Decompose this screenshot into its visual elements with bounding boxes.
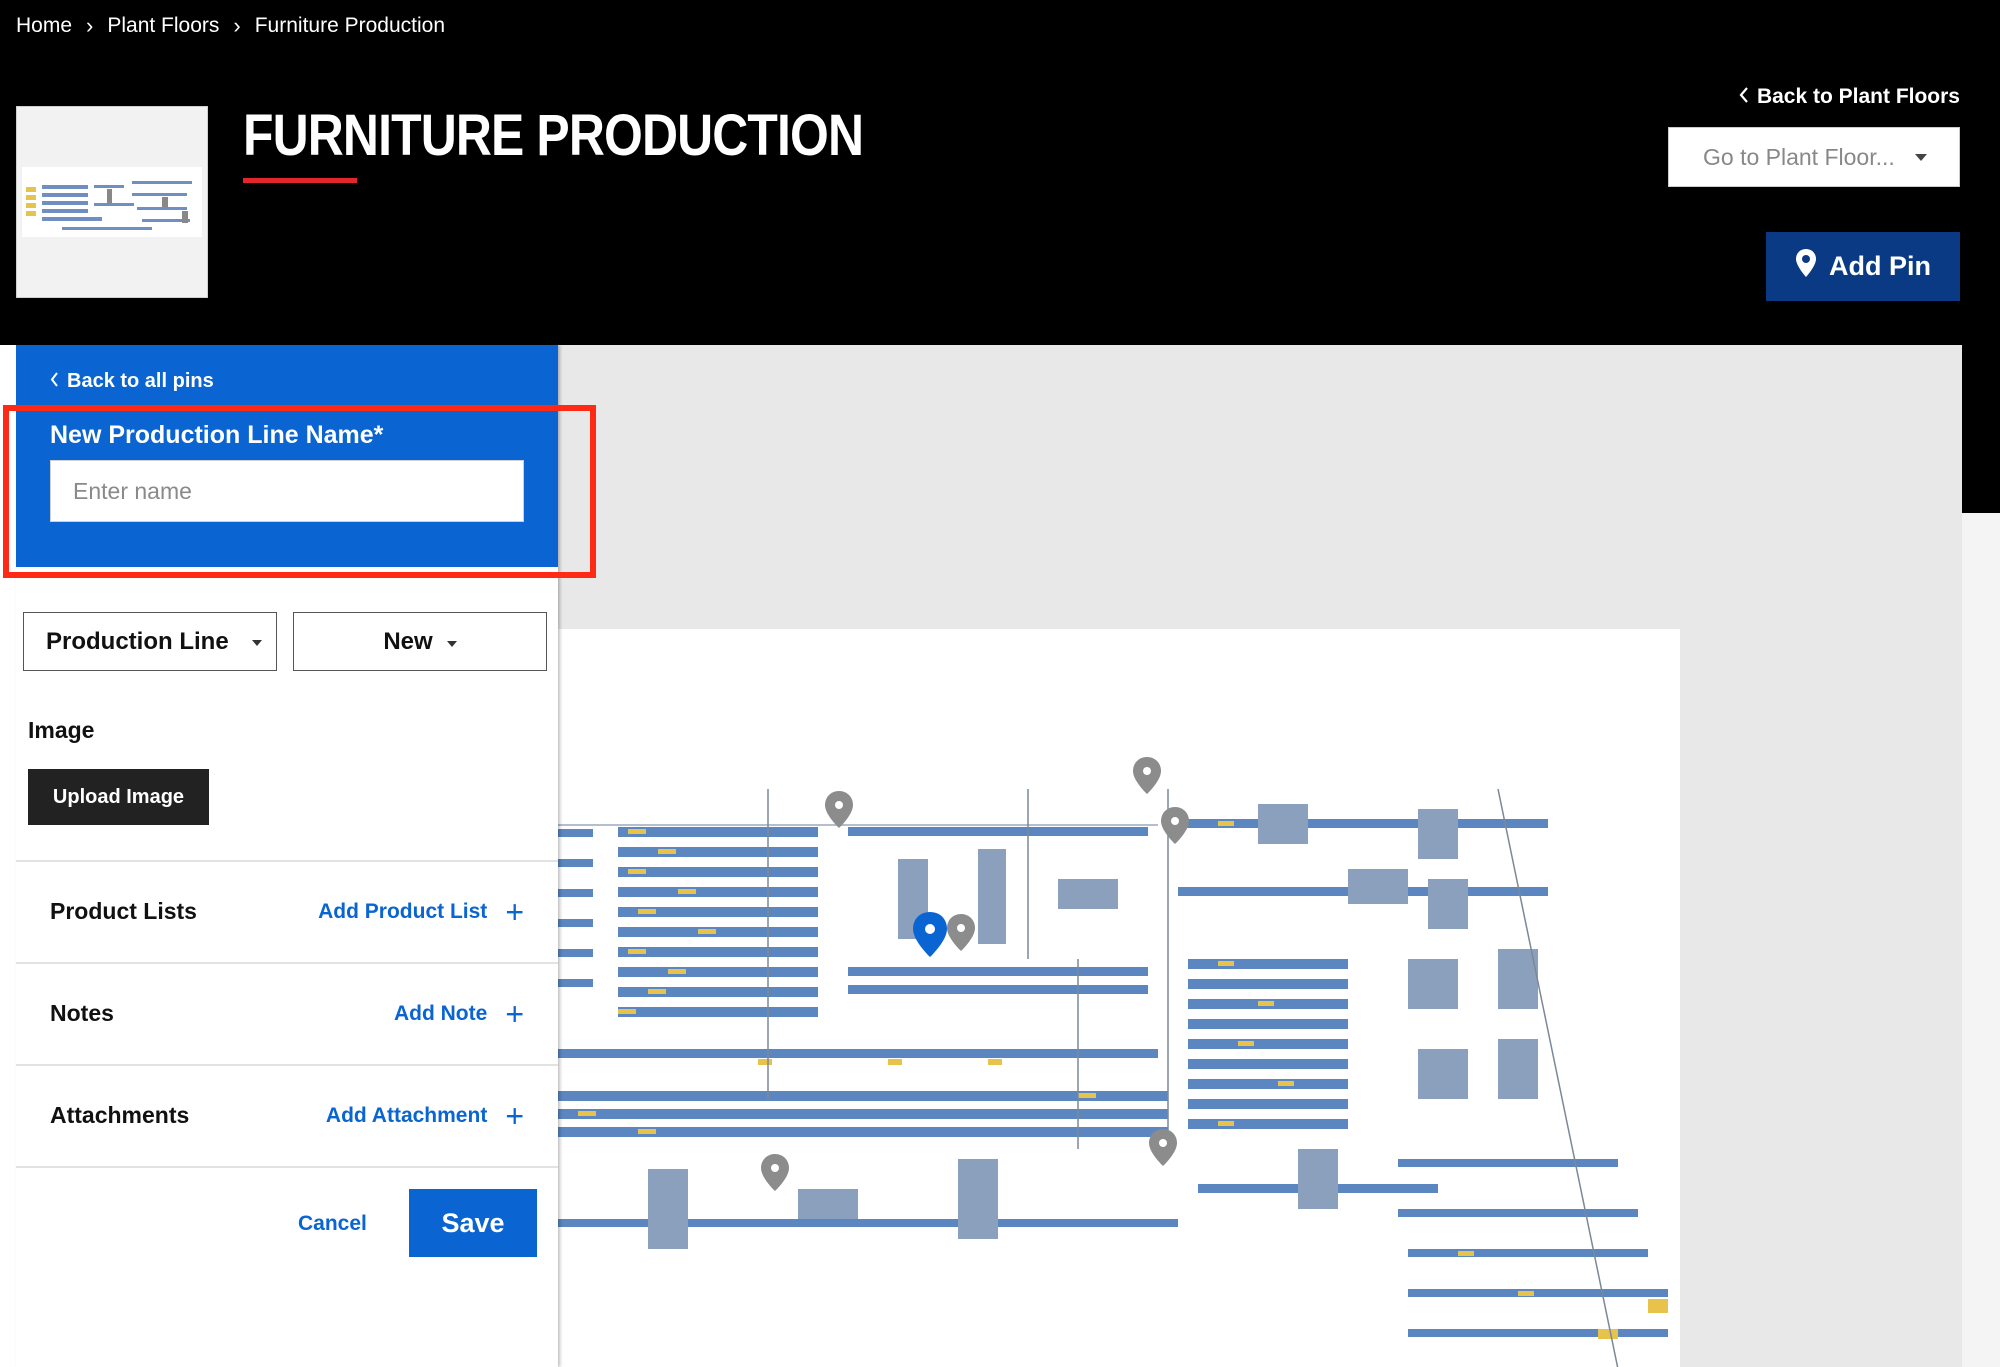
production-line-name-input[interactable] xyxy=(50,460,524,522)
plant-floor-select[interactable]: Go to Plant Floor... xyxy=(1668,127,1960,187)
pin-name-header: Back to all pins New Production Line Nam… xyxy=(16,345,558,567)
page-header xyxy=(0,0,2000,345)
add-note-label: Add Note xyxy=(393,1002,488,1025)
map-pin-icon xyxy=(1795,248,1817,285)
back-to-plant-floors-label: Back to Plant Floors xyxy=(1756,85,1960,108)
add-note-button[interactable]: Add Note + xyxy=(394,998,524,1030)
back-to-all-pins-link[interactable]: Back to all pins xyxy=(50,370,214,393)
save-button[interactable]: Save xyxy=(409,1189,537,1257)
chevron-left-icon xyxy=(1739,85,1749,109)
back-to-plant-floors-link[interactable]: Back to Plant Floors xyxy=(1739,85,1960,109)
notes-label: Notes xyxy=(50,1000,114,1026)
chevron-right-icon: › xyxy=(86,13,94,38)
add-attachment-button[interactable]: Add Attachment + xyxy=(326,1100,524,1132)
header-edge xyxy=(1962,345,2000,513)
upload-image-button[interactable]: Upload Image xyxy=(28,769,209,825)
add-pin-button[interactable]: Add Pin xyxy=(1766,232,1960,301)
caret-down-icon xyxy=(1915,153,1927,161)
chevron-right-icon: › xyxy=(233,13,241,38)
product-lists-label: Product Lists xyxy=(50,898,197,924)
page-title: FURNITURE PRODUCTION xyxy=(243,103,864,168)
pin-type-select[interactable]: Production Line xyxy=(23,612,277,671)
plant-floor-thumbnail xyxy=(16,106,208,298)
attachments-section: Attachments Add Attachment + xyxy=(16,1064,558,1168)
breadcrumb-current: Furniture Production xyxy=(254,14,445,37)
back-to-all-pins-label: Back to all pins xyxy=(67,370,214,392)
caret-down-icon xyxy=(252,640,262,646)
title-underline xyxy=(243,178,357,183)
chevron-left-icon xyxy=(50,370,59,393)
breadcrumb-home[interactable]: Home xyxy=(16,14,73,37)
add-pin-label: Add Pin xyxy=(1829,251,1931,281)
add-product-list-label: Add Product List xyxy=(318,900,488,923)
plant-floor-map[interactable] xyxy=(558,629,1680,1367)
plant-floor-select-placeholder: Go to Plant Floor... xyxy=(1703,143,1895,170)
pin-type-value: Production Line xyxy=(46,627,229,655)
add-product-list-button[interactable]: Add Product List + xyxy=(318,896,524,928)
breadcrumb: Home › Plant Floors › Furniture Producti… xyxy=(16,12,445,40)
attachments-label: Attachments xyxy=(50,1102,190,1128)
plus-icon: + xyxy=(505,1098,524,1134)
add-attachment-label: Add Attachment xyxy=(325,1104,488,1127)
breadcrumb-plant-floors[interactable]: Plant Floors xyxy=(107,14,220,37)
notes-section: Notes Add Note + xyxy=(16,962,558,1064)
plus-icon: + xyxy=(505,894,524,930)
pin-status-select[interactable]: New xyxy=(293,612,547,671)
product-lists-section: Product Lists Add Product List + xyxy=(16,860,558,962)
plus-icon: + xyxy=(505,996,524,1032)
image-label: Image xyxy=(28,717,95,743)
production-line-name-label: New Production Line Name* xyxy=(50,421,384,449)
pin-edit-panel: Back to all pins New Production Line Nam… xyxy=(16,345,558,1367)
pin-status-value: New xyxy=(383,627,433,655)
page-edge xyxy=(1962,513,2000,1367)
caret-down-icon xyxy=(446,640,457,647)
cancel-button[interactable]: Cancel xyxy=(298,1212,367,1235)
